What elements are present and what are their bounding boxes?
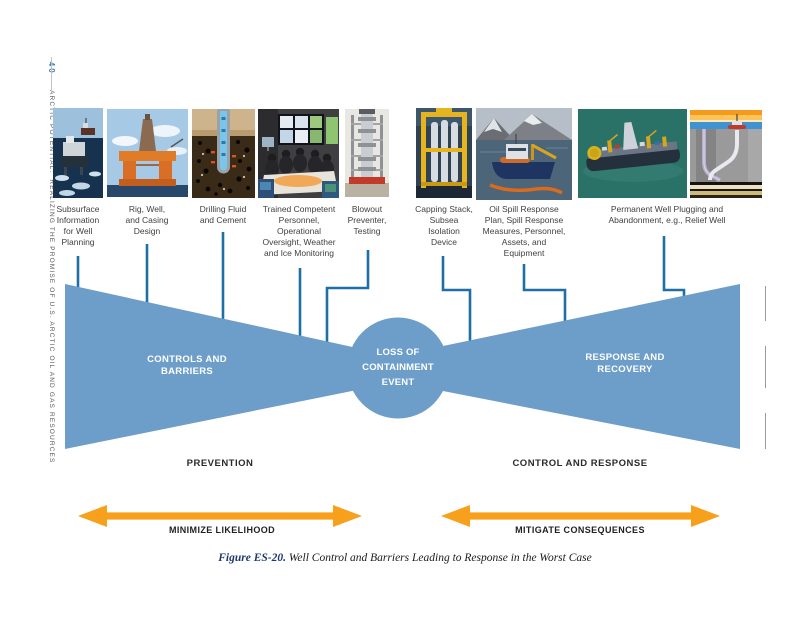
barrier-label-oil-spill: Oil Spill Response Plan, Spill Response … xyxy=(482,204,566,258)
barrier-label-rig-design: Rig, Well, and Casing Design xyxy=(125,204,169,236)
barrier-label-drilling-fluid: Drilling Fluid and Cement xyxy=(199,204,247,225)
control-response-label: CONTROL AND RESPONSE xyxy=(512,458,648,469)
loss-event-circle xyxy=(347,317,449,419)
left-wing-label: CONTROLS AND BARRIERS xyxy=(147,354,227,377)
barrier-label-subsurface: Subsurface Information for Well Planning xyxy=(56,204,100,247)
barrier-label-personnel: Trained Competent Personnel, Operational… xyxy=(262,204,336,258)
minimize-likelihood-label: MINIMIZE LIKELIHOOD xyxy=(168,525,276,535)
figure-caption-number: Figure ES-20. xyxy=(218,552,287,564)
left-wing-shape xyxy=(65,284,357,449)
thumb-drilling-fluid-diagram xyxy=(192,109,255,198)
figure-caption-title: Well Control and Barriers Leading to Res… xyxy=(286,552,592,564)
phase-arrows xyxy=(78,505,720,527)
figure-caption: Figure ES-20. Well Control and Barriers … xyxy=(0,552,810,564)
bowtie-shapes xyxy=(65,284,740,449)
barrier-label-capping-stack: Capping Stack, Subsea Isolation Device xyxy=(415,204,473,247)
thumb-drilling-rig xyxy=(107,109,188,197)
thumb-relief-well-diagram xyxy=(690,110,762,198)
loss-event-label: LOSS OF CONTAINMENT EVENT xyxy=(362,347,434,388)
crop-marks xyxy=(51,57,766,449)
thumb-control-room xyxy=(258,109,339,198)
report-title-vertical: ARCTIC POTENTIAL: REALIZING THE PROMISE … xyxy=(48,89,55,464)
barrier-label-bop: Blowout Preventer, Testing xyxy=(347,204,387,236)
thumb-capping-stack xyxy=(416,108,472,198)
sidebar-spine-text: 40ARCTIC POTENTIAL: REALIZING THE PROMIS… xyxy=(24,44,78,474)
thumb-blowout-preventer xyxy=(345,109,389,197)
thumb-oil-spill-response-ship xyxy=(476,108,572,200)
barrier-connectors xyxy=(76,232,686,347)
thumb-subsurface-survey xyxy=(53,108,103,198)
mitigate-arrow xyxy=(441,505,720,527)
mitigate-consequences-label: MITIGATE CONSEQUENCES xyxy=(515,525,645,535)
prevention-label: PREVENTION xyxy=(186,458,254,469)
minimize-arrow xyxy=(78,505,362,527)
right-wing-label: RESPONSE AND RECOVERY xyxy=(585,352,665,375)
barrier-label-plugging: Permanent Well Plugging and Abandonment,… xyxy=(608,204,726,225)
thumb-drillship xyxy=(578,109,687,198)
right-wing-shape xyxy=(443,284,740,449)
